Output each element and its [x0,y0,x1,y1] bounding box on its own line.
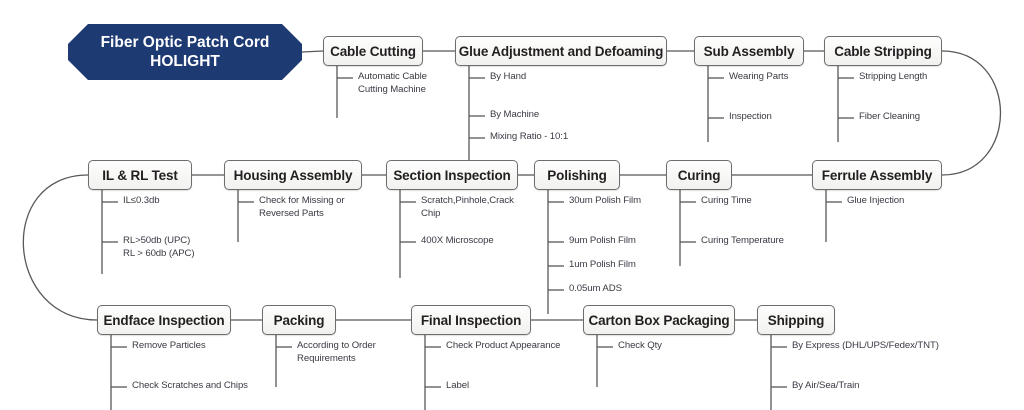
sub-item-label: According to Order Requirements [297,340,376,364]
sub-item-label: Automatic Cable Cutting Machine [358,71,427,95]
process-node[interactable]: Housing Assembly [224,160,362,190]
connector-line [301,50,324,53]
sub-item-label: 9um Polish Film [569,235,636,246]
process-node[interactable]: Packing [262,305,336,335]
process-node[interactable]: Cable Cutting [323,36,423,66]
sub-item-label: Inspection [729,111,772,122]
sub-item-label: Mixing Ratio - 10:1 [490,131,569,142]
sub-item-label: 1um Polish Film [569,259,636,270]
sub-item-label: Remove Particles [132,340,206,351]
sub-item-label: Wearing Parts [729,71,789,82]
sub-item-label: 400X Microscope [421,235,494,246]
process-node[interactable]: Polishing [534,160,620,190]
process-node[interactable]: Shipping [757,305,835,335]
sub-item-label: Curing Temperature [701,235,784,246]
connector-curve [22,174,98,321]
sub-item-label: Scratch,Pinhole,Crack Chip [421,195,514,219]
process-node[interactable]: Cable Stripping [824,36,942,66]
process-node[interactable]: Sub Assembly [694,36,804,66]
title-line-2: HOLIGHT [150,53,220,70]
sub-item-label: Check Qty [618,340,662,351]
sub-item-label: Curing Time [701,195,752,206]
process-node[interactable]: Ferrule Assembly [812,160,942,190]
diagram-title-node: Fiber Optic Patch Cord HOLIGHT [68,24,302,80]
process-node[interactable]: Curing [666,160,732,190]
sub-item-label: IL≤0.3db [123,195,160,206]
sub-item-label: Fiber Cleaning [859,111,920,122]
process-node[interactable]: Carton Box Packaging [583,305,735,335]
sub-item-label: Glue Injection [847,195,905,206]
sub-item-label: Check for Missing or Reversed Parts [259,195,345,219]
sub-item-label: Check Scratches and Chips [132,380,248,391]
sub-item-label: By Machine [490,109,540,120]
sub-item-label: Label [446,380,469,391]
process-node[interactable]: IL & RL Test [88,160,192,190]
sub-item-label: By Express (DHL/UPS/Fedex/TNT) [792,340,939,351]
process-node[interactable]: Glue Adjustment and Defoaming [455,36,667,66]
sub-item-label: RL>50db (UPC) RL > 60db (APC) [123,235,195,259]
connector-curve [941,50,1001,176]
sub-item-label: By Air/Sea/Train [792,380,860,391]
sub-item-label: Check Product Appearance [446,340,561,351]
sub-item-label: Stripping Length [859,71,928,82]
title-line-1: Fiber Optic Patch Cord [100,33,270,51]
process-node[interactable]: Section Inspection [386,160,518,190]
process-node[interactable]: Final Inspection [411,305,531,335]
sub-item-label: 0.05um ADS [569,283,622,294]
sub-item-label: By Hand [490,71,527,82]
sub-item-label: 30um Polish Film [569,195,641,206]
process-node[interactable]: Endface Inspection [97,305,231,335]
